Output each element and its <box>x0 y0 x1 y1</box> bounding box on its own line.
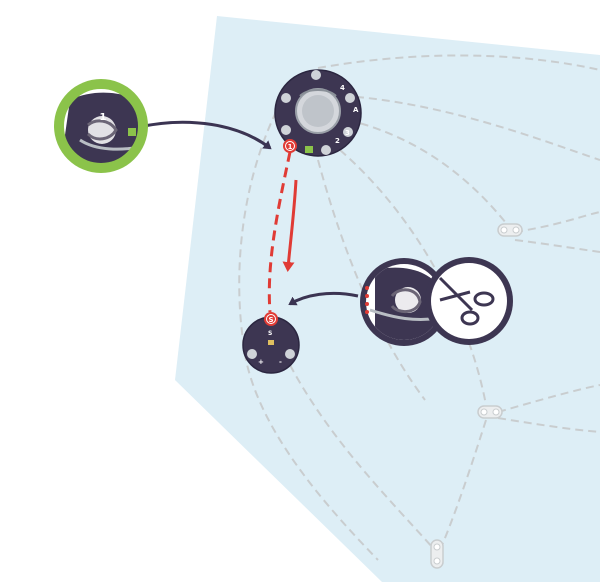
stitch-line <box>242 339 379 561</box>
stitch-line <box>497 384 600 413</box>
stitch-line <box>514 211 600 233</box>
stitch-line <box>329 94 600 161</box>
step-marker-start: 1 <box>283 139 297 153</box>
svg-text:1: 1 <box>100 112 107 123</box>
pin-label: A <box>353 106 359 114</box>
stitch-line <box>439 419 487 551</box>
step-marker-end: S <box>264 312 278 326</box>
pin-label: 2 <box>335 137 340 145</box>
stitch-line <box>497 417 600 433</box>
step-label-start: 1 <box>288 143 293 151</box>
sewable-led-icon <box>477 405 503 419</box>
stitch-line <box>514 239 600 253</box>
step-label-end: S <box>268 316 273 324</box>
existing-stitches <box>238 54 600 561</box>
sewable-led-icon <box>430 539 444 569</box>
stitch-line <box>317 54 600 71</box>
pin-label-minus: - <box>279 358 282 366</box>
stitch-line <box>347 119 511 229</box>
lilypad-board-icon: 4 A 2 3 <box>274 69 362 157</box>
pin-label-s: S <box>268 330 272 337</box>
pin-label: 4 <box>340 84 345 92</box>
callout-arrow-battery <box>133 120 272 150</box>
stitch-line <box>289 364 434 549</box>
stitch-line <box>238 99 283 341</box>
stitch-line <box>317 159 426 401</box>
battery-switch-callout-icon: 1 <box>54 79 148 173</box>
scissors-icon <box>425 257 513 345</box>
new-stitch-path <box>267 151 292 313</box>
sewable-led-icon <box>497 223 523 237</box>
stitch-direction-arrow <box>282 179 298 272</box>
pin-label: 3 <box>345 129 350 137</box>
pin-label-plus: + <box>258 358 264 366</box>
callout-arrow-knot <box>288 291 359 306</box>
